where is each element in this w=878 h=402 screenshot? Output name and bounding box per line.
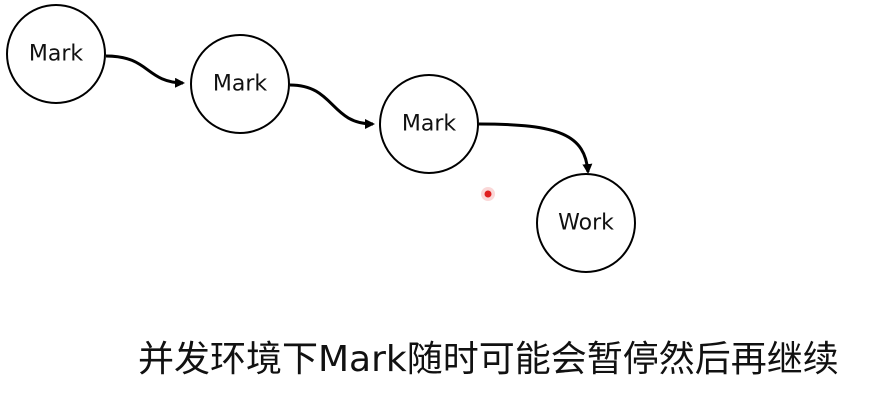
node-work: Work	[536, 173, 636, 273]
node-label: Mark	[29, 42, 84, 67]
edge-mark2-to-mark3	[289, 83, 375, 129]
node-label: Mark	[402, 112, 457, 137]
node-mark-2: Mark	[190, 34, 290, 134]
node-label: Work	[558, 211, 614, 236]
cursor-indicator	[481, 187, 495, 201]
edge-mark1-to-mark2	[105, 54, 185, 88]
node-label: Mark	[213, 72, 268, 97]
node-mark-3: Mark	[379, 74, 479, 174]
edge-mark3-to-work	[478, 122, 593, 174]
caption-text: 并发环境下Mark随时可能会暂停然后再继续	[138, 339, 839, 380]
node-mark-1: Mark	[6, 4, 106, 104]
